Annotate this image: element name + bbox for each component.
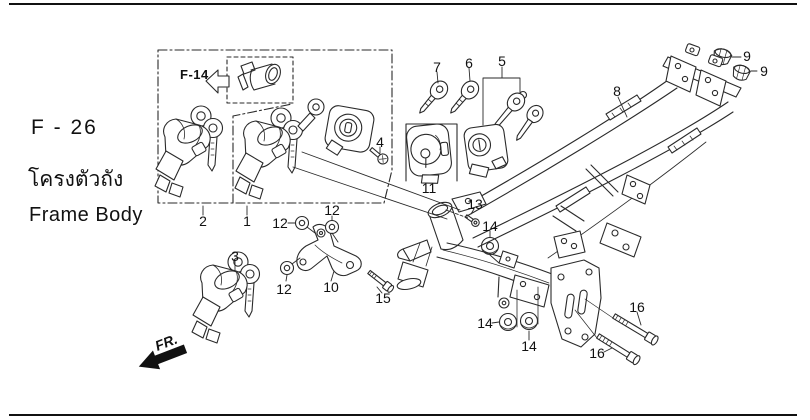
leader-lines	[202, 56, 758, 353]
grommets-part-14-drawing	[480, 236, 539, 332]
key-part-6-drawing	[450, 80, 480, 114]
ignition-switch-part-3-drawing	[191, 251, 261, 344]
fr-direction-arrow-icon: FR.	[138, 331, 188, 370]
ref-arrow-icon	[205, 69, 230, 94]
grommets-part-12-drawing	[279, 215, 340, 276]
grommets-part-9-drawing	[713, 48, 751, 81]
bolt-part-16b-drawing	[596, 333, 641, 366]
page-title-english: Frame Body	[29, 204, 143, 226]
top-rule	[9, 3, 797, 5]
frame-body-part-8-drawing	[396, 43, 742, 348]
f14-reference-box	[226, 56, 294, 104]
bolt-part-15-drawing	[367, 269, 395, 293]
bottom-rule	[9, 414, 797, 416]
ignition-switch-part-1-drawing	[234, 107, 304, 200]
spare-key-part-1-drawing	[297, 98, 325, 132]
key-part-7-drawing	[419, 80, 449, 114]
reference-page-label: F-14	[180, 67, 209, 82]
bolt-part-16a-drawing	[612, 313, 659, 346]
page-code: F - 26	[31, 116, 98, 139]
fuel-lid-lock-part-11-drawing	[406, 123, 452, 184]
group-box-parts-1-2	[157, 49, 393, 204]
fuel-filler-cap-drawing	[324, 105, 375, 156]
screw-part-4-drawing	[369, 147, 389, 165]
screw-part-13-drawing	[464, 214, 480, 227]
seat-lock-part-5-drawing	[463, 123, 509, 178]
page-title-thai: โครงตัวถัง	[28, 168, 124, 191]
fr-label: FR.	[153, 331, 180, 354]
key-set-part-5-drawing	[493, 90, 544, 141]
ignition-switch-part-2-drawing	[154, 105, 224, 198]
part-11-corner-frame	[405, 123, 458, 182]
lock-cylinder-f14-drawing	[237, 61, 281, 91]
